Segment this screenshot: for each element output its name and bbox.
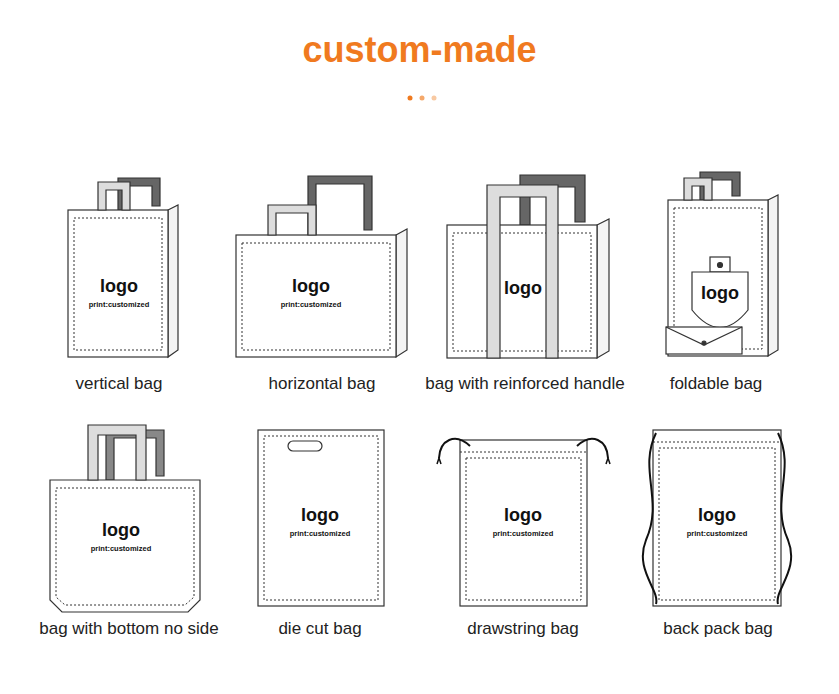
logo-placeholder: logo: [100, 277, 138, 297]
print-note: print:customized: [687, 530, 747, 538]
bag-type-label: vertical bag: [76, 375, 163, 394]
page-title: custom-made: [0, 30, 839, 70]
reinforced-bag-drawing: [447, 175, 609, 358]
bag-shape: logoprint:customizedhorizontal bag: [236, 235, 396, 357]
logo-placeholder: logo: [504, 506, 542, 526]
bag-shape: logoprint:customizedbag with bottom no s…: [50, 480, 200, 612]
print-note: print:customized: [290, 530, 350, 538]
bag-type-label: foldable bag: [670, 375, 763, 394]
bag-type-label: drawstring bag: [467, 620, 579, 639]
print-note: print:customized: [281, 301, 341, 309]
logo-placeholder: logo: [698, 506, 736, 526]
title-dots: [408, 96, 437, 101]
bag-shape: logoprint:customizedback pack bag: [653, 430, 781, 606]
bag-shape: logoprint:customizeddrawstring bag: [460, 440, 587, 606]
bag-type-label: horizontal bag: [269, 375, 376, 394]
bag-type-label: bag with bottom no side: [39, 620, 219, 639]
bag-shape: logoprint:customizedvertical bag: [68, 210, 168, 357]
bag-type-label: bag with reinforced handle: [425, 375, 624, 394]
bag-type-label: die cut bag: [278, 620, 361, 639]
foldable-bag-drawing: [666, 172, 778, 356]
bag-shape: logofoldable bag: [668, 200, 768, 356]
logo-placeholder: logo: [102, 521, 140, 541]
print-note: print:customized: [89, 301, 149, 309]
bag-type-label: back pack bag: [663, 620, 773, 639]
die-cut-bag-drawing: [258, 430, 384, 606]
no-side-bag-drawing: [50, 425, 200, 612]
backpack-bag-drawing: [643, 430, 791, 606]
logo-placeholder: logo: [292, 277, 330, 297]
horizontal-bag-drawing: [236, 176, 407, 357]
drawstring-bag-drawing: [437, 439, 610, 606]
bag-shape: logoprint:customizeddie cut bag: [258, 430, 384, 606]
logo-placeholder: logo: [504, 279, 542, 299]
logo-placeholder: logo: [701, 284, 739, 304]
vertical-bag-drawing: [68, 178, 178, 357]
print-note: print:customized: [493, 530, 553, 538]
logo-placeholder: logo: [301, 506, 339, 526]
print-note: print:customized: [91, 545, 151, 553]
bag-shape: logobag with reinforced handle: [447, 225, 597, 358]
